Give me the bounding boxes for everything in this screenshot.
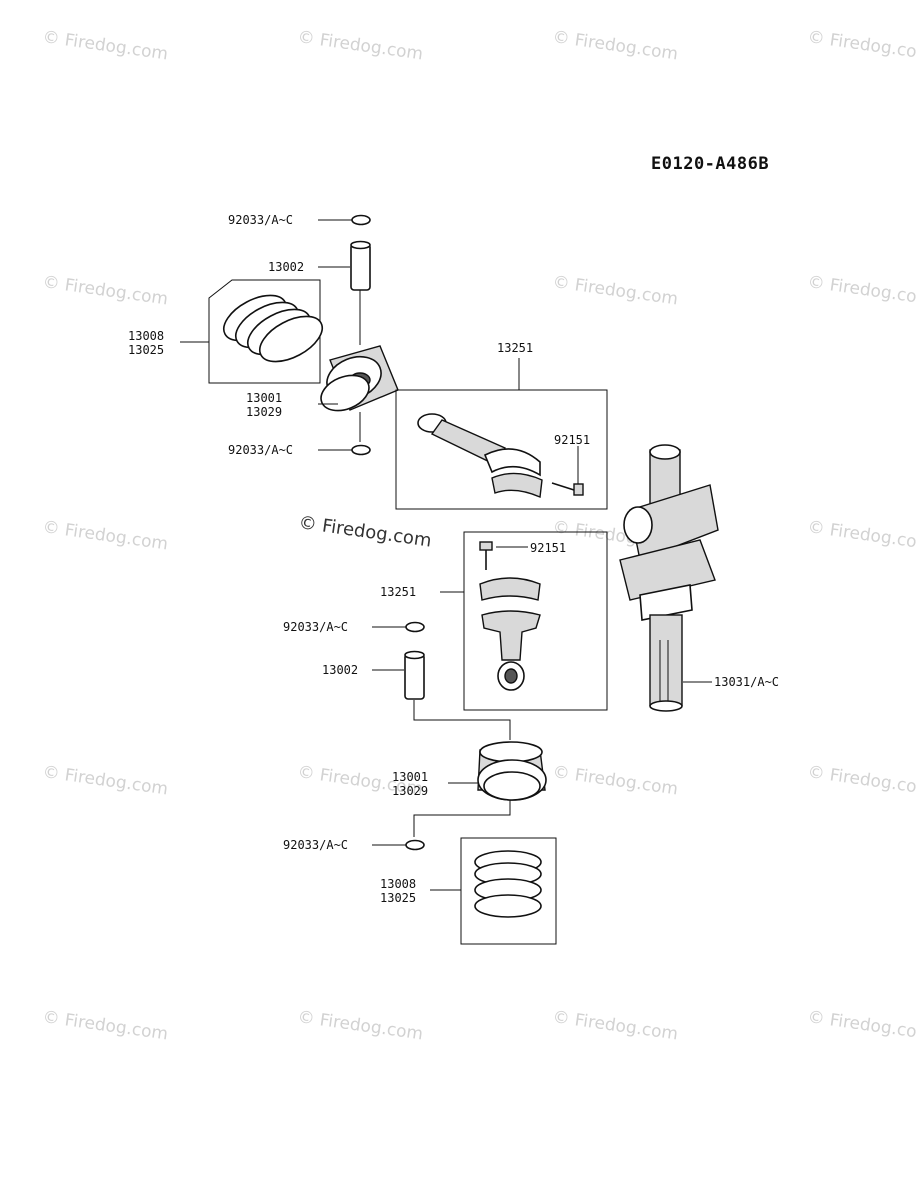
diagram-code: E0120-A486B (651, 154, 769, 174)
callout-rings-lower-b: 13025 (380, 891, 416, 905)
connecting-rod-part (417, 413, 543, 499)
watermark: © Firedog.com (41, 27, 169, 64)
callout-piston-lower-a: 13001 (392, 770, 428, 784)
rod-bolt-part (551, 482, 584, 496)
callout-rod-lower: 13251 (380, 585, 416, 599)
watermark-center: © Firedog.com (297, 512, 432, 551)
watermark: © Firedog.com (41, 762, 169, 799)
callout-piston-upper-a: 13001 (246, 391, 282, 405)
watermark: © Firedog.com (41, 517, 169, 554)
watermark: © Firedog.com (806, 1007, 917, 1044)
callout-circlip-upper-lower: 92033/A~C (228, 443, 293, 457)
callout-bolt-lower: 92151 (530, 541, 566, 555)
callout-circlip-upper: 92033/A~C (228, 213, 293, 227)
watermark: © Firedog.com (41, 1007, 169, 1044)
callout-circlip-lower-upper: 92033/A~C (283, 620, 348, 634)
callout-circlip-lower: 92033/A~C (283, 838, 348, 852)
callout-pin-upper: 13002 (268, 260, 304, 274)
piston-rings-part (474, 850, 542, 918)
piston-part (320, 345, 399, 412)
callout-rings-upper-b: 13025 (128, 343, 164, 357)
rings-box-lower (460, 837, 557, 945)
callout-rings-lower-a: 13008 (380, 877, 416, 891)
callout-piston-lower-b: 13029 (392, 784, 428, 798)
watermark: © Firedog.com (296, 1007, 424, 1044)
callout-piston-upper-b: 13029 (246, 405, 282, 419)
crankshaft-part (619, 444, 719, 712)
rod-bolt-part (479, 541, 493, 570)
watermark: © Firedog.com (806, 762, 917, 799)
callout-rod-upper: 13251 (497, 341, 533, 355)
watermark: © Firedog.com (806, 272, 917, 309)
circlip-part (405, 621, 425, 633)
connecting-rod-part (479, 577, 541, 691)
callout-crankshaft: 13031/A~C (714, 675, 779, 689)
watermark: © Firedog.com (551, 1007, 679, 1044)
rod-box-upper (395, 389, 608, 510)
piston-pin-part (404, 650, 425, 700)
watermark: © Firedog.com (551, 27, 679, 64)
callout-pin-lower: 13002 (322, 663, 358, 677)
watermark: © Firedog.com (41, 272, 169, 309)
watermark: © Firedog.com (806, 27, 917, 64)
circlip-part (405, 839, 425, 851)
circlip-part (351, 444, 371, 456)
callout-bolt-upper: 92151 (554, 433, 590, 447)
piston-pin-part (350, 240, 371, 291)
watermark: © Firedog.com (551, 762, 679, 799)
watermark: © Firedog.com (806, 517, 917, 554)
piston-part (477, 741, 547, 801)
watermark: © Firedog.com (551, 272, 679, 309)
piston-rings-part (223, 294, 323, 363)
callout-rings-upper-a: 13008 (128, 329, 164, 343)
circlip-part (351, 214, 371, 226)
rod-box-lower (463, 531, 608, 711)
watermark: © Firedog.com (296, 27, 424, 64)
